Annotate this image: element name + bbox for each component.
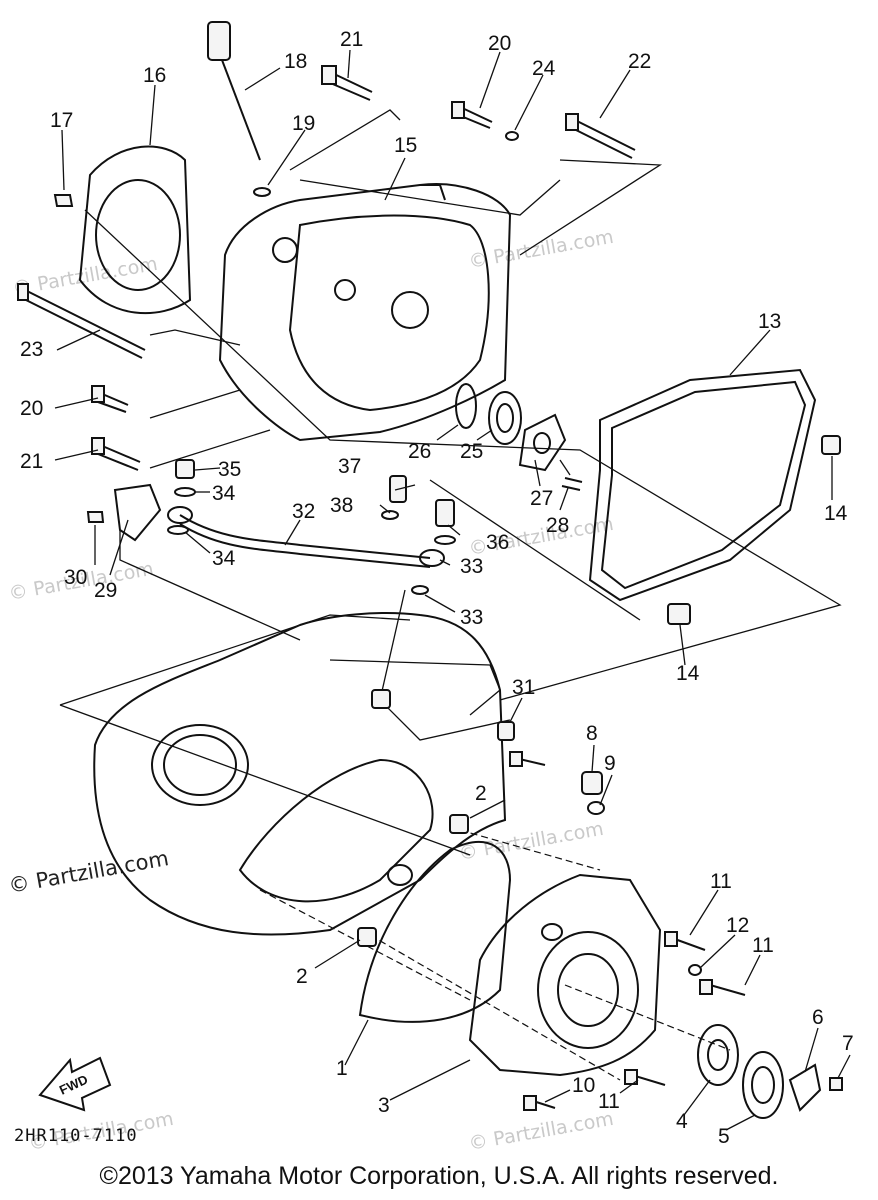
callout-10: 10 [572,1074,595,1097]
callout-14: 14 [676,662,700,685]
callout-20: 20 [20,397,43,420]
callout-36: 36 [486,531,509,554]
crankcase-body [93,612,507,947]
watermark: © Partzilla.com [467,1108,615,1155]
watermark: © Partzilla.com [467,226,615,273]
callout-33: 33 [460,555,483,578]
callout-1: 1 [336,1057,348,1080]
callout-25: 25 [460,440,483,463]
crankcase-cover-3 [468,873,662,1077]
callout-14: 14 [824,502,848,525]
callout-23: 23 [20,338,43,361]
dowel-pin-14 [667,603,691,625]
callout-37: 37 [338,455,361,478]
callout-9: 9 [604,752,616,775]
dowel-pin-14 [821,435,841,455]
leader-lines [54,49,851,1131]
callout-3: 3 [378,1094,390,1117]
callout-21: 21 [340,28,363,51]
seals-bearings [455,383,583,491]
callout-21: 21 [20,450,43,473]
forward-arrow: FWD [38,1056,112,1112]
callout-33: 33 [460,606,483,629]
callout-5: 5 [718,1125,730,1148]
watermark: © Partzilla.com [11,253,159,300]
callout-16: 16 [143,64,166,87]
callout-22: 22 [628,50,651,73]
fwd-label: FWD [57,1072,90,1098]
cover-plate [78,145,192,315]
crankcase-cover [218,183,512,442]
callout-7: 7 [842,1032,854,1055]
callout-20: 20 [488,32,511,55]
callout-24: 24 [532,57,556,80]
gasket-13 [588,368,817,602]
copyright-notice: ©2013 Yamaha Motor Corporation, U.S.A. A… [99,1162,779,1190]
callout-30: 30 [64,566,87,589]
gasket-1 [358,840,512,1023]
callout-15: 15 [394,134,417,157]
callout-19: 19 [292,112,315,135]
callout-2: 2 [475,782,487,805]
callout-12: 12 [726,914,749,937]
callout-2: 2 [296,965,308,988]
callout-18: 18 [284,50,307,73]
callout-4: 4 [676,1110,688,1133]
callout-31: 31 [512,676,535,699]
callout-11: 11 [598,1090,620,1113]
callout-34: 34 [212,482,236,505]
callout-29: 29 [94,579,117,602]
callout-27: 27 [530,487,553,510]
assembly-guides [59,109,842,1081]
callout-11: 11 [710,870,732,893]
callout-17: 17 [50,109,73,132]
callout-8: 8 [586,722,598,745]
callout-38: 38 [330,494,353,517]
bearing-seal-assembly [697,1024,843,1119]
bolts [17,65,636,471]
callout-35: 35 [218,458,241,481]
watermark: © Partzilla.com [7,846,171,898]
callout-34: 34 [212,547,236,570]
callout-26: 26 [408,440,431,463]
callout-numbers: 1 2 2 3 4 5 6 7 8 9 10 11 11 11 31 12 13… [20,28,854,1148]
oil-delivery-pipe [86,459,456,595]
callout-32: 32 [292,500,315,523]
diagram-code: 2HR110-7110 [14,1126,138,1146]
small-bolts [497,721,746,1111]
callout-13: 13 [758,310,781,333]
oil-level-gauge [207,21,271,197]
callout-28: 28 [546,514,569,537]
callout-11: 11 [752,934,774,957]
callout-6: 6 [812,1006,824,1029]
